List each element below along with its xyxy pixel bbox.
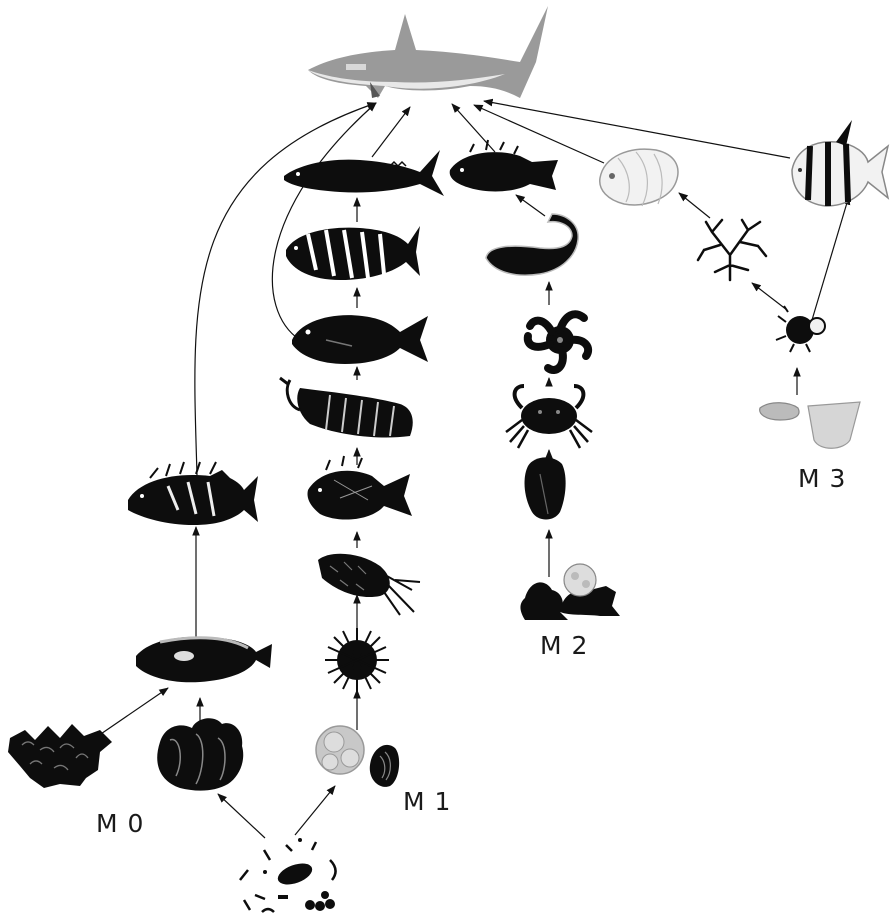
link-larva-to-gorgonian bbox=[752, 283, 787, 310]
link-eel-to-rockfish bbox=[516, 195, 545, 216]
wrasse-icon bbox=[136, 637, 272, 683]
crab-icon bbox=[506, 386, 592, 448]
module-label-m2: M 2 bbox=[540, 631, 588, 660]
urchin-icon bbox=[325, 628, 389, 692]
sweetlips-icon bbox=[286, 226, 420, 280]
module-label-m0: M 0 bbox=[96, 809, 144, 838]
sponge-icon bbox=[157, 718, 243, 790]
link-larva-to-angelfish bbox=[812, 196, 849, 320]
brittle-star-icon bbox=[528, 314, 588, 370]
eel-icon bbox=[486, 214, 578, 275]
tunicate-icon bbox=[525, 457, 566, 519]
larva-icon bbox=[776, 306, 825, 352]
tuna-icon bbox=[284, 150, 444, 196]
rockfish-icon bbox=[450, 140, 558, 191]
microbes-icon bbox=[240, 838, 336, 912]
angelfish-icon bbox=[792, 120, 888, 206]
gorgonian-icon bbox=[698, 220, 766, 280]
coral-icon bbox=[8, 724, 112, 788]
link-tuna-to-shark bbox=[372, 107, 410, 157]
shell-icon bbox=[370, 745, 399, 787]
foram-icon bbox=[316, 726, 364, 774]
hermit-crab-icon bbox=[318, 554, 420, 615]
coral-head-icon bbox=[520, 564, 620, 620]
shark-icon bbox=[308, 6, 548, 98]
grouper-icon bbox=[128, 462, 258, 525]
mantis-shrimp-icon bbox=[280, 378, 413, 438]
butterflyfish-icon bbox=[600, 149, 678, 206]
phytoplankton-icon bbox=[760, 402, 860, 448]
snapper-icon bbox=[292, 315, 428, 364]
module-label-m3: M 3 bbox=[798, 464, 846, 493]
link-gorgonian-to-butterflyfish bbox=[679, 193, 710, 218]
link-snapper-to-shark bbox=[272, 103, 376, 340]
module-label-m1: M 1 bbox=[403, 787, 451, 816]
link-microbes-to-sponge bbox=[218, 794, 265, 838]
link-coral-to-wrasse bbox=[95, 688, 168, 738]
damselfish-icon bbox=[308, 456, 413, 520]
link-microbes-to-foram bbox=[295, 786, 335, 835]
